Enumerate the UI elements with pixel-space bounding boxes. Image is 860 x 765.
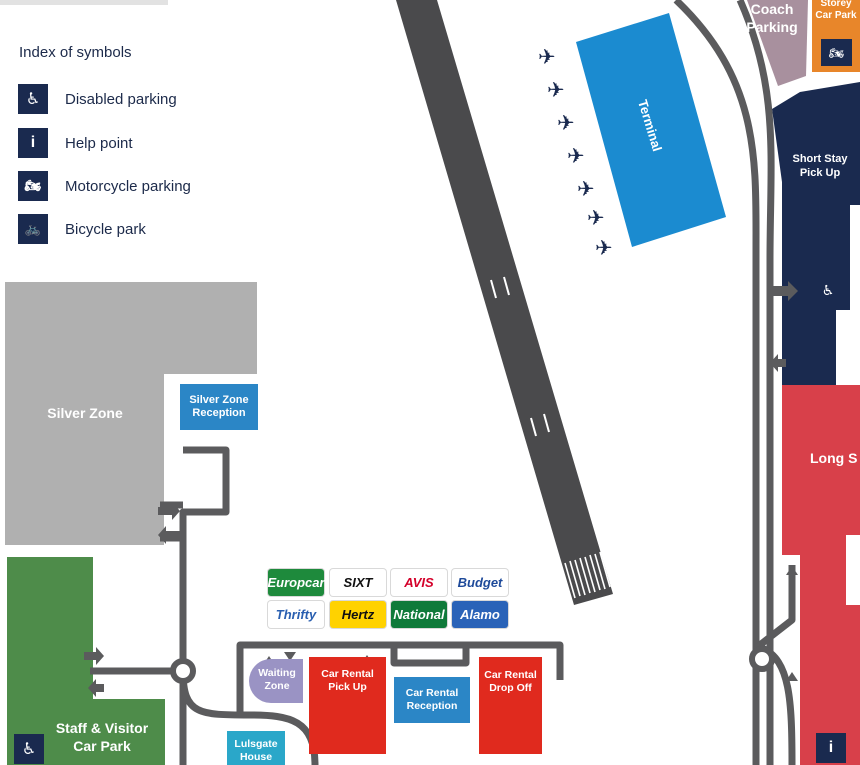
long-stay-area[interactable] — [782, 385, 860, 765]
long-stay-label: Long S — [810, 450, 858, 466]
silver-zone-label: Silver Zone — [47, 405, 123, 421]
motorcycle-parking-marker — [821, 39, 852, 66]
brand-hertz[interactable]: Hertz — [330, 601, 386, 628]
waiting-zone[interactable] — [249, 659, 303, 703]
roundabout-west — [170, 658, 196, 684]
wheelchair-icon: ♿ — [14, 734, 44, 764]
long-stay-gap — [846, 535, 860, 605]
legend-label: Disabled parking — [65, 90, 177, 108]
brand-alamo[interactable]: Alamo — [452, 601, 508, 628]
car-rental-drop-off[interactable] — [479, 657, 542, 754]
legend-item-bicycle-park: 🚲 Bicycle park — [18, 214, 146, 244]
waiting-zone-label: Waiting Zone — [258, 667, 296, 692]
coach-parking-area[interactable] — [747, 0, 808, 86]
brand-europcar[interactable]: Europcar — [267, 569, 325, 596]
car-rental-pick-up-label: Car Rental Pick Up — [321, 668, 374, 693]
airplane-icon: ✈ — [595, 236, 613, 260]
silver-zone-area[interactable] — [5, 282, 257, 545]
car-rental-reception[interactable] — [394, 677, 470, 723]
airplane-icon: ✈ — [538, 45, 556, 69]
brand-thrifty[interactable]: Thrifty — [268, 601, 324, 628]
terminal-building[interactable] — [576, 13, 726, 247]
motorcycle-icon: 🏍 — [828, 45, 845, 60]
airplane-icon: ✈ — [567, 144, 585, 168]
car-rental-reception-label: Car Rental Reception — [405, 687, 459, 712]
staff-visitor-car-park-label: Staff & Visitor Car Park — [55, 720, 149, 754]
legend-title: Index of symbols — [19, 44, 132, 61]
legend-label: Help point — [65, 134, 133, 152]
road-network — [90, 0, 796, 765]
brand-avis[interactable]: AVIS — [391, 569, 447, 596]
brand-national[interactable]: National — [391, 601, 447, 628]
airplane-icons: ✈ ✈ ✈ ✈ ✈ ✈ ✈ — [538, 45, 613, 260]
brand-sixt[interactable]: SIXT — [330, 569, 386, 596]
short-stay-label: Short Stay Pick Up — [792, 153, 848, 179]
legend-label: Motorcycle parking — [65, 177, 191, 195]
bicycle-icon: 🚲 — [18, 214, 48, 244]
legend-item-motorcycle-parking: 🏍 Motorcycle parking — [18, 171, 191, 201]
motorcycle-icon: 🏍 — [18, 171, 48, 201]
runway — [396, 0, 613, 605]
legend-item-help-point: i Help point — [18, 128, 133, 158]
wheelchair-icon: ♿ — [821, 281, 835, 298]
coach-parking-label: Coach Parking — [746, 1, 798, 35]
lulsgate-house[interactable] — [227, 731, 285, 765]
car-rental-pick-up[interactable] — [309, 657, 386, 754]
legend-item-disabled-parking: ♿ Disabled parking — [18, 84, 177, 114]
legend-label: Bicycle park — [65, 220, 146, 238]
car-rental-drop-off-label: Car Rental Drop Off — [484, 669, 537, 694]
multi-storey-car-park-label: Storey Car Park — [815, 0, 857, 21]
short-stay-area[interactable] — [772, 82, 860, 385]
direction-arrows — [84, 281, 798, 697]
airplane-icon: ✈ — [577, 177, 595, 201]
silver-zone-reception[interactable] — [180, 384, 258, 430]
wheelchair-icon: ♿ — [18, 84, 48, 114]
info-icon: i — [816, 733, 846, 763]
lulsgate-house-label: Lulsgate House — [234, 738, 278, 763]
brand-budget[interactable]: Budget — [452, 569, 508, 596]
roundabout-east — [749, 646, 775, 672]
airplane-icon: ✈ — [587, 206, 605, 230]
airplane-icon: ✈ — [557, 111, 575, 135]
silver-zone-reception-label: Silver Zone Reception — [189, 394, 249, 419]
top-strip — [0, 0, 168, 5]
staff-visitor-car-park-area[interactable] — [7, 557, 165, 765]
info-icon: i — [18, 128, 48, 158]
airplane-icon: ✈ — [547, 78, 565, 102]
